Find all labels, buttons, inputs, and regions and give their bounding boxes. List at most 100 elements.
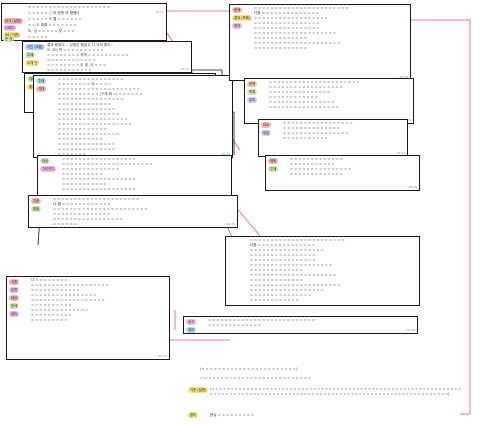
note-row: = = = = = = = = = = = = = = = = — [58, 97, 124, 101]
note-row: = = = = = = = = = = = = = = = = = = = = … — [254, 41, 341, 45]
footer-note-tag: 기준 (설명) — [188, 387, 209, 393]
right-note-sub3: = = = = = = = = = = = = == = = = = = = =… — [265, 155, 420, 191]
note-row: = = = = = = = = = — [31, 318, 68, 322]
category-tag: 사진 (모음) — [25, 44, 46, 50]
category-tag: 소개 단 — [25, 60, 40, 66]
note-card-c: = = = = = = = = = = = = = = = == = = = =… — [33, 75, 233, 158]
note-row: 다음 = = = = = = = = = = = = = = — [250, 243, 315, 247]
note-row: = = = = = = — [53, 222, 77, 226]
category-tag: 결과 (목록) — [232, 15, 253, 21]
note-row: = = = = = = = = = = = = = = = = = — [283, 121, 353, 125]
category-tag: 중요 — [27, 84, 38, 90]
note-row: 결과 봤었다 -- 있음은 했었고 다 크게 좋아~ — [47, 43, 114, 47]
category-tag: 50 (기준) — [3, 32, 22, 38]
timestamp: 10:25 — [396, 151, 405, 155]
note-row: = = = = = = = = = = = = = = = = = = — [269, 85, 343, 89]
note-row: = = = = = = = = = = = = = — [254, 36, 307, 40]
category-tag: 주제 — [268, 166, 279, 172]
footer-note-text: (= = = = = = = = = = = = = = = = = = = =… — [210, 387, 462, 396]
note-row: = = = = = = = = = = = = = = = = = = = = — [250, 263, 332, 267]
bottom-mid-card: = = = = = = = = = = = = = = = = = = = = … — [183, 316, 418, 334]
note-row: = = = = = = = = = = = = = = = = = = — [62, 187, 136, 191]
note-row: 다 = = = = = = = = — [31, 278, 68, 282]
note-row: = = = = = = = = = = = = — [250, 298, 299, 302]
note-row: = = = = = = = = = = = = = = — [58, 142, 116, 146]
category-tag: 공식 (설명) — [3, 18, 24, 24]
note-row: = = = = = = = = = = = = = — [208, 323, 261, 327]
note-row: = = = = = = = = = = = = = = = = = = = = … — [250, 273, 337, 277]
note-row: = = = = = = = = = = = = = = = = = = — [62, 177, 136, 181]
timestamp: 10:31 — [226, 222, 235, 226]
note-row: = = = = = = = = = = = = = = = = = = = — [31, 283, 109, 287]
note-row: = = = = = = = = = = = = = = = = = = — [254, 16, 328, 20]
note-row: = = = = = = = = = = = = = = = = = = — [250, 248, 324, 252]
category-tag: 분류 — [9, 287, 20, 293]
note-row: = = = = = = = = = = = = = = — [31, 308, 89, 312]
timestamp: 10:17 — [155, 10, 164, 14]
left-outline-panel: = = = = = = = = = = = = = = = = = = = = =… — [1, 3, 167, 41]
middle-list-card: = = = = = = = = = = = = = = = = = = = = … — [225, 236, 420, 306]
category-tag: 제외 — [268, 158, 279, 164]
timestamp: 10:27 — [221, 152, 230, 156]
category-tag: 기준 — [9, 279, 20, 285]
category-tag: 기준 — [31, 198, 42, 204]
category-tag: 문제 — [9, 303, 20, 309]
note-row: = = = = = = = = = = = = = = — [283, 126, 341, 130]
footer-last-text: 현실 = = = = = = = = = — [210, 413, 254, 417]
note-row: = = = = = = = = = = = = = = = = = — [58, 117, 128, 121]
outline-row: = = = = = ○ 의 맞춰 보 합했다 — [28, 11, 80, 15]
note-row: = = = = = = = = = = = = — [31, 288, 80, 292]
outline-row: = = = = = = = = = = = = = = = = = = = = — [28, 5, 110, 9]
category-tag: 문제 — [232, 7, 243, 13]
category-tag: 정리 — [9, 311, 20, 317]
category-tag: 분리 — [247, 97, 258, 103]
note-row: = = = = = = = = = = = = = — [58, 102, 111, 106]
note-row: = = = = = = = = = = = = = = = = = — [53, 217, 123, 221]
note-row: = = = = = = = = = = = = = = = = — [58, 77, 124, 81]
note-card-e: = = = = = = = = = = = = = = = = = = = = … — [28, 195, 238, 228]
note-row: = = = = = = = = 도 빛. 이 = = = — [47, 63, 107, 67]
note-row: = = = = = = = = = = = = = = = = — [250, 253, 316, 257]
note-row: = = = = = = = = = = = = = — [254, 46, 307, 50]
note-row: = = = = = = = = = = = = = — [250, 268, 303, 272]
note-row: = = = = = = = = = = = = = = = — [58, 132, 120, 136]
note-row: = = = = = = = = = = = = = = = = = = = = … — [250, 238, 345, 242]
right-note-main: = = = = = = = = = = = = = = = = = = = = … — [229, 4, 411, 81]
note-row: = = = = = = = = = = = = = = = = = = = = … — [62, 162, 153, 166]
note-row: = = = = = = = = = = = = = = = = — [254, 26, 320, 30]
note-row: = = = = = = = = = = = = = = = — [58, 112, 120, 116]
category-tag: 정리 — [186, 327, 197, 333]
note-row: = = = = = = = = = = = = — [269, 95, 318, 99]
category-tag: 주제 — [36, 78, 47, 84]
note-card-a: 결과 봤었다 -- 있음은 했었고 다 크게 좋아~도 (도) 적 = = = … — [22, 41, 192, 73]
note-row: = = = = = = = = = = = = = = = = = = = = — [58, 87, 140, 91]
category-tag: 요소 — [261, 122, 272, 128]
category-tag: 가리키다 — [40, 166, 57, 172]
timestamp: 10:17 — [180, 67, 189, 71]
note-row: = = = = = = = = = = = — [47, 68, 92, 72]
note-row: = = = = = = = = = = = = = — [290, 172, 343, 176]
category-tag: 목록 — [247, 89, 258, 95]
timestamp: 10:35 — [406, 328, 415, 332]
note-row: = = = = = = = = = = = = = = = = = = = = … — [208, 318, 315, 322]
note-row: = = = = = = = = = = = = = = — [62, 167, 120, 171]
category-tag: 공식 — [186, 319, 197, 325]
note-row: = = = = = = = — [58, 152, 86, 156]
note-row: = = = = = = = = = = = = = — [250, 278, 303, 282]
note-row: = = = = = = = = = = = = = = = — [250, 293, 312, 297]
note-row: = = = = = = = = = = = = = = = = = = = = — [254, 31, 336, 35]
note-row: = = = = = = = = = = = = = = = = = = — [31, 298, 105, 302]
category-tag: 부분 — [261, 130, 272, 136]
note-row: = = = = = = = = 야 = = = = — [58, 82, 112, 86]
note-row: = = = = = = = = = = = = = = = = = = = = … — [254, 6, 349, 10]
footer-last-tag: 정리 — [188, 412, 199, 418]
note-row: = = = = = = = = = = = = = = = = — [283, 131, 349, 135]
note-row: = = = = = = = = = = = — [283, 136, 328, 140]
footer-line-2: = = = = = = = = = = = = = = = = = = = = … — [200, 376, 312, 380]
note-row: = = = = = = = = = = = = = = — [58, 107, 116, 111]
note-row: = = = = = = = = = = = = = = = = = — [269, 105, 339, 109]
category-tag: 대상 — [40, 158, 51, 164]
note-row: = = = = = = = = = = = = = = = = — [250, 258, 316, 262]
note-row: = = = = = = = = = = = = = = = = = = = = … — [53, 197, 140, 201]
note-row: = = = = = = = = = = = = = = = — [290, 167, 352, 171]
